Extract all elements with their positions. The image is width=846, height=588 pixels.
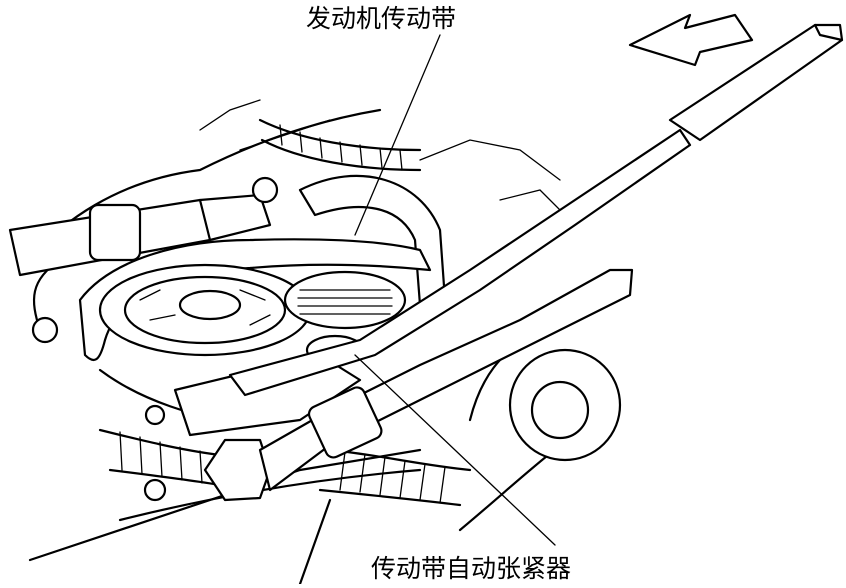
ribbed-pulley — [283, 270, 407, 330]
direction-arrow-icon — [628, 13, 754, 67]
leader-line-tensioner — [354, 354, 556, 546]
round-boss — [508, 348, 622, 462]
crank-pulley — [98, 263, 312, 357]
lower-rod — [258, 268, 634, 492]
leader-line-belt — [354, 34, 441, 236]
left-pipe — [8, 193, 272, 277]
hose-upper — [258, 118, 422, 172]
label-belt-tensioner: 传动带自动张紧器 — [371, 554, 571, 583]
leader-lines — [354, 34, 556, 546]
label-engine-belt: 发动机传动带 — [306, 4, 456, 33]
pry-bar — [228, 23, 844, 397]
hose-lower-left — [98, 428, 222, 487]
